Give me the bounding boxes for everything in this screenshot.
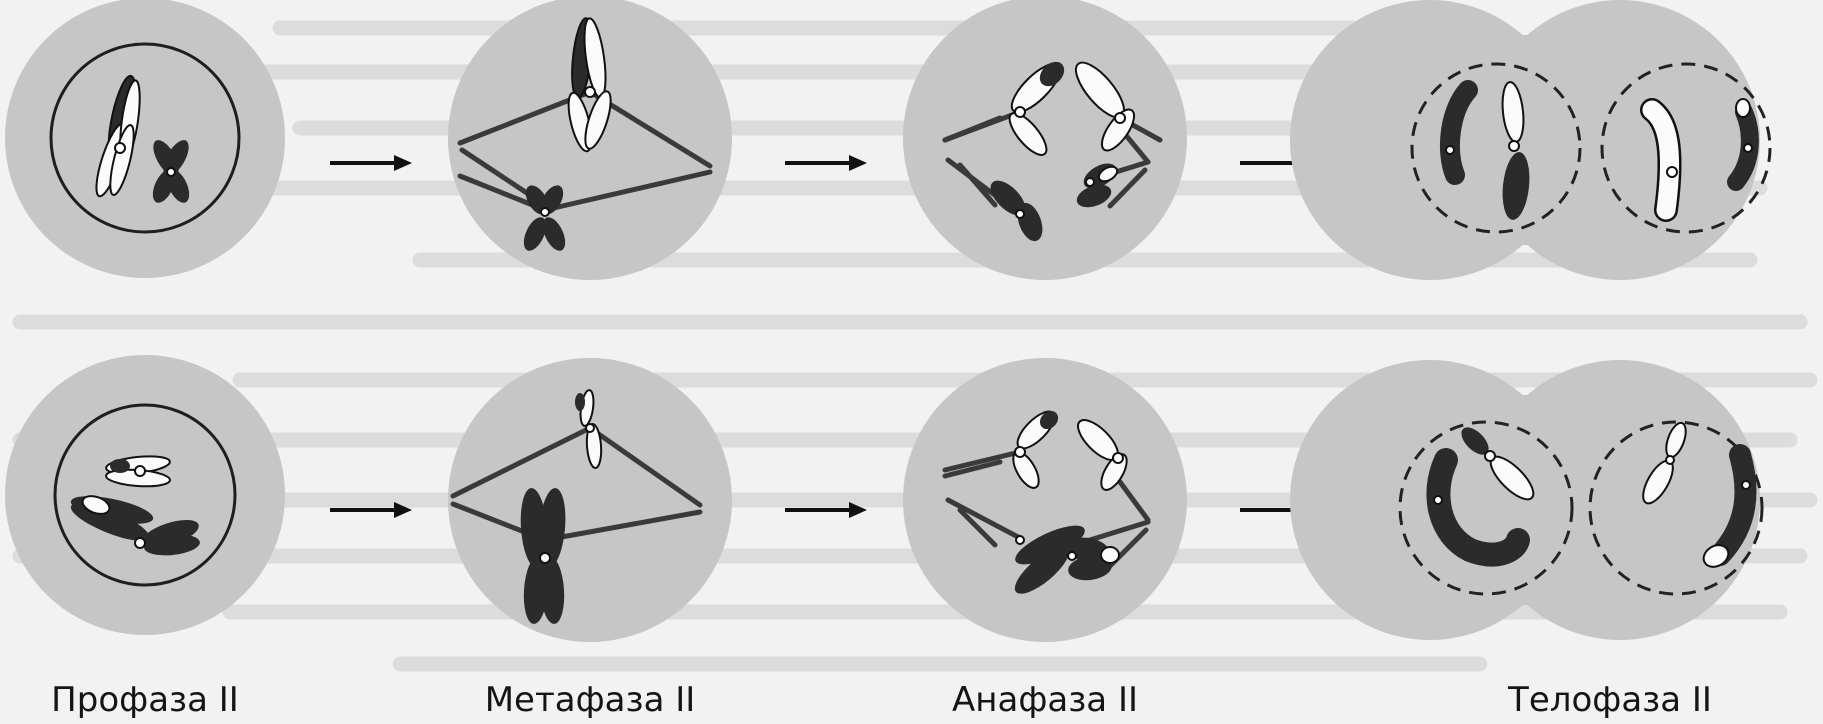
stage-label-metaphase-ii: Метафаза II [485,680,696,720]
centromere [167,168,175,176]
prophase-ii-cell-bottom [5,355,285,635]
centromere [585,87,595,97]
centromere [540,553,550,563]
centromere [1666,456,1674,464]
right-arrow-icon [330,155,412,171]
anaphase-ii-cell-top [903,0,1187,280]
centromere [586,424,594,432]
metaphase-ii-cell-bottom [448,358,732,642]
stage-label-telophase-ii: Телофаза II [1508,680,1712,720]
centromere [1744,144,1752,152]
centromere [1086,178,1094,186]
centromere [1742,481,1750,489]
centromere [1115,113,1125,123]
centromere [1667,167,1677,177]
telophase-ii-cell-top [1290,0,1770,280]
centromere [1446,146,1454,154]
centromere [541,208,549,216]
centromere [135,538,145,548]
centromere [135,466,145,476]
centromere [1068,552,1076,560]
telophase-ii-cell-bottom [1290,360,1762,640]
prophase-ii-cell-top [5,0,285,278]
right-arrow-icon [785,502,867,518]
centromere [1485,451,1495,461]
centromere [115,143,125,153]
centromere [1113,453,1123,463]
centromere [1509,141,1519,151]
anaphase-ii-cell-bottom [903,358,1187,642]
stage-label-anaphase-ii: Анафаза II [952,680,1138,720]
stage-label-prophase-ii: Профаза II [51,680,239,720]
centromere [1015,107,1025,117]
right-arrow-icon [785,155,867,171]
centromere [1016,536,1024,544]
centromere [1434,496,1442,504]
centromere [1016,210,1024,218]
right-arrow-icon [330,502,412,518]
centromere [1015,447,1025,457]
metaphase-ii-cell-top [448,0,732,280]
